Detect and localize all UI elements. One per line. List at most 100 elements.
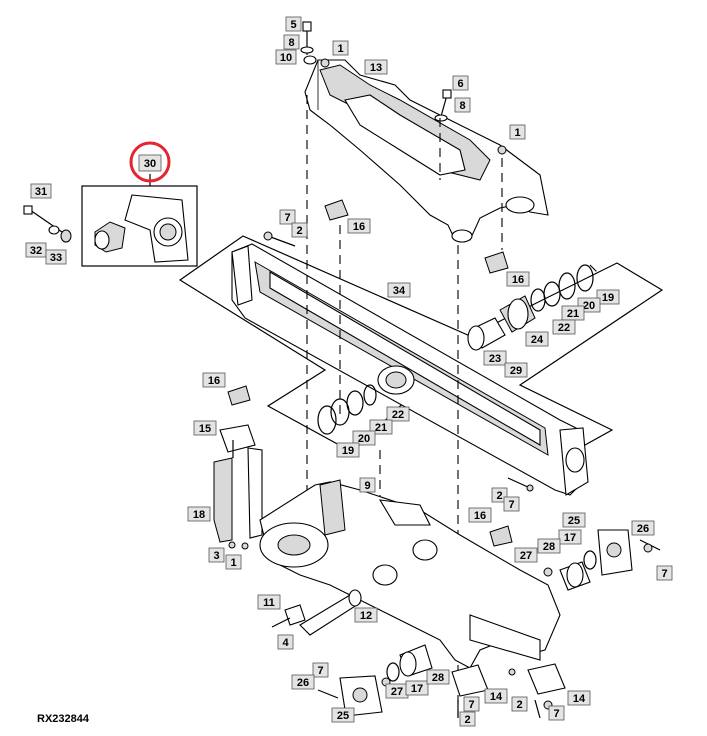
- callout-26: 26: [291, 674, 315, 690]
- upper-frame-part-13: [304, 59, 549, 243]
- lower-bearing-group: [317, 644, 433, 717]
- svg-text:21: 21: [567, 308, 579, 320]
- svg-text:6: 6: [457, 78, 463, 90]
- svg-text:20: 20: [358, 433, 370, 445]
- svg-text:19: 19: [602, 292, 614, 304]
- callout-28: 28: [426, 669, 450, 685]
- svg-text:2: 2: [296, 225, 302, 237]
- svg-text:7: 7: [468, 699, 474, 711]
- callout-27: 27: [514, 547, 538, 563]
- svg-text:14: 14: [490, 691, 503, 703]
- svg-text:18: 18: [193, 509, 205, 521]
- svg-text:26: 26: [297, 677, 309, 689]
- svg-text:24: 24: [531, 334, 544, 346]
- callout-16: 16: [347, 218, 371, 234]
- callout-25: 25: [562, 512, 586, 528]
- svg-text:12: 12: [360, 610, 372, 622]
- callout-29: 29: [504, 362, 528, 378]
- callout-21: 21: [369, 419, 393, 435]
- callout-2: 2: [511, 696, 528, 712]
- pads-16: [227, 199, 513, 547]
- svg-text:16: 16: [512, 274, 524, 286]
- svg-text:16: 16: [208, 375, 220, 387]
- svg-text:29: 29: [510, 365, 522, 377]
- svg-text:28: 28: [543, 541, 555, 553]
- svg-text:2: 2: [496, 490, 502, 502]
- callout-9: 9: [359, 477, 376, 493]
- callout-17: 17: [405, 680, 429, 696]
- callout-5: 5: [285, 16, 302, 32]
- callout-34: 34: [387, 282, 411, 298]
- svg-text:14: 14: [573, 693, 586, 705]
- callout-25: 25: [331, 707, 355, 723]
- svg-text:9: 9: [364, 480, 370, 492]
- svg-text:25: 25: [337, 710, 349, 722]
- callout-26: 26: [631, 520, 655, 536]
- callout-3: 3: [208, 547, 225, 563]
- callout-31: 31: [30, 183, 52, 199]
- callout-18: 18: [187, 506, 211, 522]
- callout-7: 7: [279, 209, 296, 225]
- svg-text:10: 10: [280, 52, 292, 64]
- callout-20: 20: [577, 297, 601, 313]
- callout-7: 7: [656, 565, 673, 581]
- axle-beam: [231, 243, 589, 496]
- svg-text:3: 3: [213, 550, 219, 562]
- svg-text:7: 7: [508, 499, 514, 511]
- svg-text:16: 16: [474, 510, 486, 522]
- callouts: 5 8 10 1 13 6 8 1 30 31 32 33 7 2 16 16 …: [25, 16, 673, 727]
- svg-text:26: 26: [637, 523, 649, 535]
- callout-1: 1: [509, 124, 526, 140]
- hardware-misc: [263, 231, 653, 676]
- callout-1: 1: [225, 554, 242, 570]
- svg-text:4: 4: [282, 637, 289, 649]
- svg-text:21: 21: [375, 422, 387, 434]
- svg-text:2: 2: [516, 699, 522, 711]
- callout-28: 28: [537, 538, 561, 554]
- callout-32: 32: [25, 242, 47, 258]
- svg-text:22: 22: [558, 322, 570, 334]
- callout-22: 22: [386, 406, 410, 422]
- svg-text:32: 32: [30, 245, 42, 257]
- svg-text:28: 28: [432, 672, 444, 684]
- callout-4: 4: [277, 634, 294, 650]
- callout-2: 2: [491, 487, 508, 503]
- svg-text:20: 20: [583, 300, 595, 312]
- callout-7: 7: [503, 496, 520, 512]
- svg-text:25: 25: [568, 515, 580, 527]
- callout-22: 22: [552, 319, 576, 335]
- callout-12: 12: [354, 607, 378, 623]
- svg-text:7: 7: [553, 708, 559, 720]
- callout-8: 8: [283, 34, 300, 50]
- callout-13: 13: [364, 59, 388, 75]
- callout-7: 7: [463, 696, 480, 712]
- callout-1: 1: [332, 40, 349, 56]
- callout-30-highlighted: 30: [129, 141, 171, 183]
- callout-17: 17: [558, 529, 582, 545]
- callout-16: 16: [468, 507, 492, 523]
- callout-2: 2: [291, 222, 308, 238]
- svg-text:1: 1: [230, 557, 236, 569]
- callout-21: 21: [561, 305, 585, 321]
- callout-33: 33: [45, 249, 67, 265]
- callout-24: 24: [525, 331, 549, 347]
- svg-text:1: 1: [337, 43, 343, 55]
- pin-12: [271, 589, 362, 636]
- blocks-14: [451, 663, 566, 719]
- svg-text:17: 17: [564, 532, 576, 544]
- svg-text:19: 19: [342, 445, 354, 457]
- svg-text:34: 34: [393, 285, 406, 297]
- callout-14: 14: [567, 690, 591, 706]
- svg-text:30: 30: [144, 158, 156, 170]
- right-bearing-group: [543, 529, 661, 591]
- svg-text:2: 2: [464, 714, 470, 726]
- svg-text:7: 7: [317, 665, 323, 677]
- callout-23: 23: [483, 350, 507, 366]
- pivot-parts-right: [467, 264, 594, 351]
- callout-19: 19: [596, 289, 620, 305]
- callout-14: 14: [484, 688, 508, 704]
- svg-text:7: 7: [661, 568, 667, 580]
- svg-text:17: 17: [411, 683, 423, 695]
- callout-7: 7: [312, 662, 329, 678]
